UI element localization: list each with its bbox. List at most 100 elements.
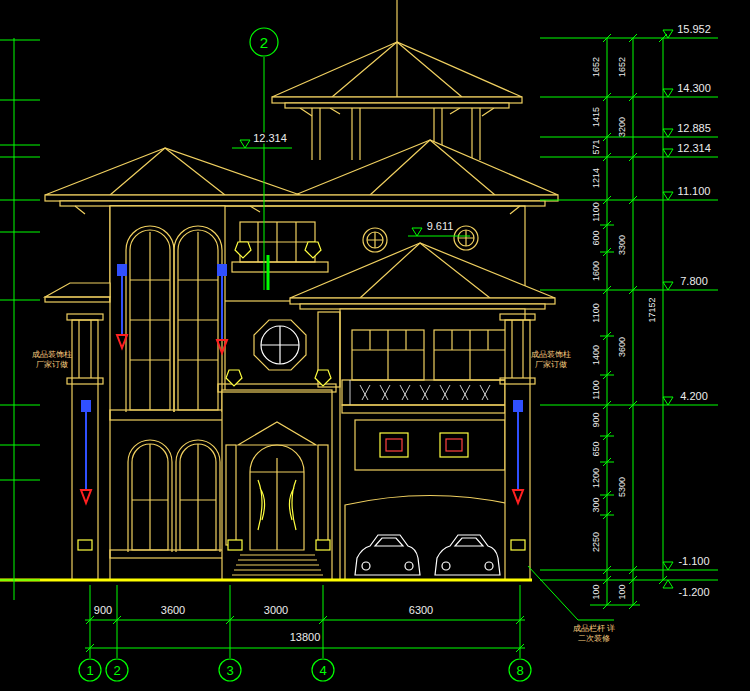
dimension-text: 1214 xyxy=(592,168,601,188)
dimension-text: 100 xyxy=(592,584,601,599)
dimension-text: 100 xyxy=(618,584,627,599)
note-text: 成品栏杆 详二次装修 xyxy=(572,624,616,644)
dimension-text: 3200 xyxy=(618,117,627,137)
dimension-lines xyxy=(264,57,265,290)
building-outline xyxy=(60,201,545,206)
drain-pipe xyxy=(81,400,91,412)
building-outline xyxy=(226,370,242,386)
building-outline xyxy=(355,420,505,470)
axis-circle-outline xyxy=(509,659,531,681)
dimension-text: 12.314 xyxy=(677,143,711,154)
building-outline xyxy=(78,242,525,550)
dimension-text: 4.200 xyxy=(680,391,708,402)
building-outline xyxy=(500,314,535,320)
dimension-text: 1100 xyxy=(592,380,601,399)
building-outline xyxy=(485,562,493,570)
building-outline xyxy=(258,480,296,530)
dimension-text: 300 xyxy=(592,497,601,512)
drain-pipe xyxy=(86,276,518,490)
building-outline xyxy=(78,540,92,550)
building-outline xyxy=(500,378,535,384)
dimension-text: 600 xyxy=(592,230,601,245)
building-outline xyxy=(355,535,420,575)
building-outline xyxy=(240,222,315,262)
building-outline xyxy=(435,535,500,575)
dimension-lines xyxy=(659,34,667,584)
elevation-mark: 9.611 xyxy=(426,221,455,232)
axis-circle-outline xyxy=(106,659,128,681)
dimension-lines xyxy=(86,616,524,652)
dimension-text: 1200 xyxy=(592,468,601,488)
building-outline xyxy=(235,242,251,258)
building-outline xyxy=(380,433,408,457)
dimension-text: 7.800 xyxy=(680,276,708,287)
dimension-text: 15.952 xyxy=(677,24,711,35)
axis-circle: 2 xyxy=(249,27,279,57)
building-outline xyxy=(45,195,558,201)
building-outline xyxy=(45,283,110,297)
dimension-text: 1415 xyxy=(592,107,601,127)
building-outline xyxy=(254,320,306,370)
dimension-lines xyxy=(663,30,673,588)
axis-number: 2 xyxy=(113,663,120,678)
building-outline xyxy=(375,538,403,546)
building-outline xyxy=(132,444,216,550)
note-text: 成品装饰柱 厂家订做 xyxy=(30,350,74,370)
dimension-lines xyxy=(0,38,40,600)
elevation-mark: 12.314 xyxy=(252,133,288,144)
building-outline xyxy=(440,433,468,457)
axis-circle-outline xyxy=(79,659,101,681)
axis-circle-outline xyxy=(219,659,241,681)
dimension-text: -1.100 xyxy=(678,556,709,567)
building-outline xyxy=(316,540,330,550)
building-outline xyxy=(272,97,522,103)
axis-circle: 4 xyxy=(311,658,335,682)
dimension-lines xyxy=(603,34,611,609)
building-outline xyxy=(222,390,332,580)
building-outline xyxy=(238,422,316,445)
building-outline xyxy=(79,320,91,378)
building-outline xyxy=(342,380,505,405)
dimension-text: 5300 xyxy=(618,477,627,497)
building-outline xyxy=(110,410,225,420)
axis-number: 4 xyxy=(319,663,326,678)
dimension-text: 2250 xyxy=(592,532,601,552)
building-outline xyxy=(261,326,299,364)
axis-number: 3 xyxy=(226,663,233,678)
axis-number: 8 xyxy=(516,663,523,678)
building-outline xyxy=(110,148,225,195)
building-outline xyxy=(67,378,103,384)
building-outline xyxy=(285,103,509,108)
building-outline xyxy=(290,298,555,304)
building-outline xyxy=(232,555,323,575)
axis-circle-outline xyxy=(312,659,334,681)
dimension-lines xyxy=(607,38,663,605)
building-outline xyxy=(67,314,103,320)
dimension-text: 1600 xyxy=(592,261,601,281)
axis-number: 1 xyxy=(86,663,93,678)
ground-line xyxy=(0,579,532,582)
dimension-text: 6300 xyxy=(409,605,433,616)
dimension-text: 650 xyxy=(592,441,601,456)
building-outline xyxy=(130,232,218,410)
building-outline xyxy=(442,562,450,570)
dimension-lines xyxy=(663,38,718,580)
building-outline xyxy=(272,42,522,97)
axis-circle: 3 xyxy=(218,658,242,682)
drain-pipe xyxy=(81,264,523,503)
dimension-text: 14.300 xyxy=(677,83,711,94)
dimension-lines xyxy=(0,30,718,658)
dimension-text: 17152 xyxy=(648,297,657,322)
dimension-text: 3600 xyxy=(161,605,185,616)
drain-pipe xyxy=(217,264,227,276)
building-outline xyxy=(318,445,328,545)
dimension-lines xyxy=(528,566,614,620)
building-outline xyxy=(512,320,523,378)
building-outline xyxy=(300,304,545,309)
building-outline xyxy=(350,380,490,405)
dimension-text: 900 xyxy=(94,605,112,616)
building-outline xyxy=(511,540,525,550)
drain-pipe xyxy=(513,400,523,412)
